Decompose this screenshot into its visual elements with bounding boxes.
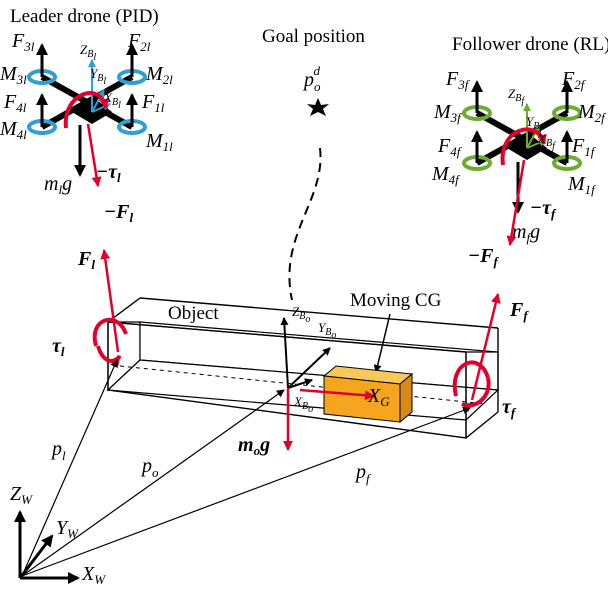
follower-y-axis-label: YBf (526, 114, 543, 135)
svg-text:M1f: M1f (567, 173, 597, 197)
follower-drone (462, 80, 582, 246)
leader-header: Leader drone (PID) (10, 6, 159, 27)
leader-moment-4-label: M (0, 118, 18, 140)
leader-propeller-2 (117, 43, 147, 85)
right-force-label: Ff (509, 299, 529, 323)
leader-x-axis-label: XBl (103, 90, 121, 111)
follower-neg-force-label: −Ff (468, 245, 499, 269)
svg-text:M3f: M3f (433, 101, 463, 125)
moving-cg-label: Moving CG (350, 290, 442, 311)
follower-x-axis-label: XBf (537, 131, 556, 152)
object-z-label: ZBo (292, 304, 310, 325)
p-o-label: po (140, 455, 159, 480)
cg-box (322, 365, 414, 424)
left-attachment (92, 249, 128, 367)
p-f-label: pf (354, 461, 372, 486)
leader-force-2-label: F (127, 30, 141, 52)
svg-text:F1l: F1l (141, 91, 165, 115)
goal-header: Goal position (262, 26, 365, 47)
leader-neg-force-label: −Fl (104, 201, 133, 225)
leader-weight-label: mlg (44, 173, 72, 197)
svg-text:F3l: F3l (11, 30, 35, 54)
leader-drone (27, 43, 147, 187)
object-y-label: YBo (318, 320, 336, 341)
object-label: Object (168, 303, 219, 324)
leader-propeller-3 (27, 43, 57, 85)
svg-text:F2f: F2f (561, 68, 587, 92)
goal-label: pod (302, 63, 321, 94)
svg-text:F3f: F3f (445, 68, 471, 92)
follower-force-1-label: F (571, 135, 585, 157)
left-torque-label: τl (52, 335, 65, 359)
svg-text:M4l: M4l (0, 118, 27, 142)
svg-text:M1l: M1l (145, 130, 173, 154)
p-l-label: pl (50, 438, 66, 463)
follower-propeller-4 (462, 130, 492, 171)
moving-cg-pointer (373, 313, 391, 373)
leader-moment-1-label: M (145, 130, 164, 152)
world-x-label: XW (81, 563, 106, 587)
world-frame (14, 510, 80, 584)
leader-z-axis-label: ZBl (80, 42, 96, 63)
follower-moment-3-label: M (433, 101, 452, 123)
goal-trajectory (288, 147, 322, 301)
follower-propeller-1 (552, 130, 582, 171)
follower-moment-1-label: M (567, 173, 586, 195)
leader-moment-2-label: M (145, 63, 164, 85)
left-force-label: Fl (77, 248, 95, 272)
svg-text:F4l: F4l (3, 91, 27, 115)
follower-force-2-label: F (561, 68, 575, 90)
leader-neg-torque-label: −τl (96, 161, 121, 185)
svg-text:M2l: M2l (145, 63, 173, 87)
follower-propeller-3 (462, 80, 492, 121)
right-attachment (452, 293, 501, 413)
svg-text:F1f: F1f (571, 135, 597, 159)
object-x-label: XBo (293, 394, 313, 415)
object-frame (280, 317, 375, 451)
svg-text:M3l: M3l (0, 63, 27, 87)
follower-force-4-label: F (437, 135, 451, 157)
follower-neg-torque-label: −τf (530, 197, 557, 221)
follower-moment-2-label: M (577, 101, 596, 123)
follower-weight-label: mfg (512, 221, 540, 245)
follower-header: Follower drone (RL) (452, 34, 608, 55)
position-vectors (21, 359, 471, 577)
follower-propeller-2 (552, 80, 582, 121)
leader-propeller-4 (27, 93, 57, 135)
world-z-label: ZW (10, 483, 33, 507)
follower-force-3-label: F (445, 68, 459, 90)
right-torque-label: τf (502, 396, 517, 420)
follower-z-axis-label: ZBf (508, 86, 525, 107)
svg-text:F4f: F4f (437, 135, 463, 159)
follower-moment-4-label: M (431, 163, 450, 185)
leader-y-axis-label: YBl (90, 66, 106, 87)
leader-force-1-label: F (141, 91, 155, 113)
goal-marker (307, 98, 329, 116)
leader-force-4-label: F (3, 91, 17, 113)
cg-x-label: XG (367, 385, 390, 409)
leader-force-3-label: F (11, 30, 25, 52)
leader-moment-3-label: M (0, 63, 18, 85)
leader-propeller-1 (117, 93, 147, 135)
world-y-label: YW (56, 517, 79, 541)
svg-text:M2f: M2f (577, 101, 607, 125)
svg-text:M4f: M4f (431, 163, 461, 187)
svg-text:F2l: F2l (127, 30, 151, 54)
object-weight-label: mog (238, 434, 270, 458)
